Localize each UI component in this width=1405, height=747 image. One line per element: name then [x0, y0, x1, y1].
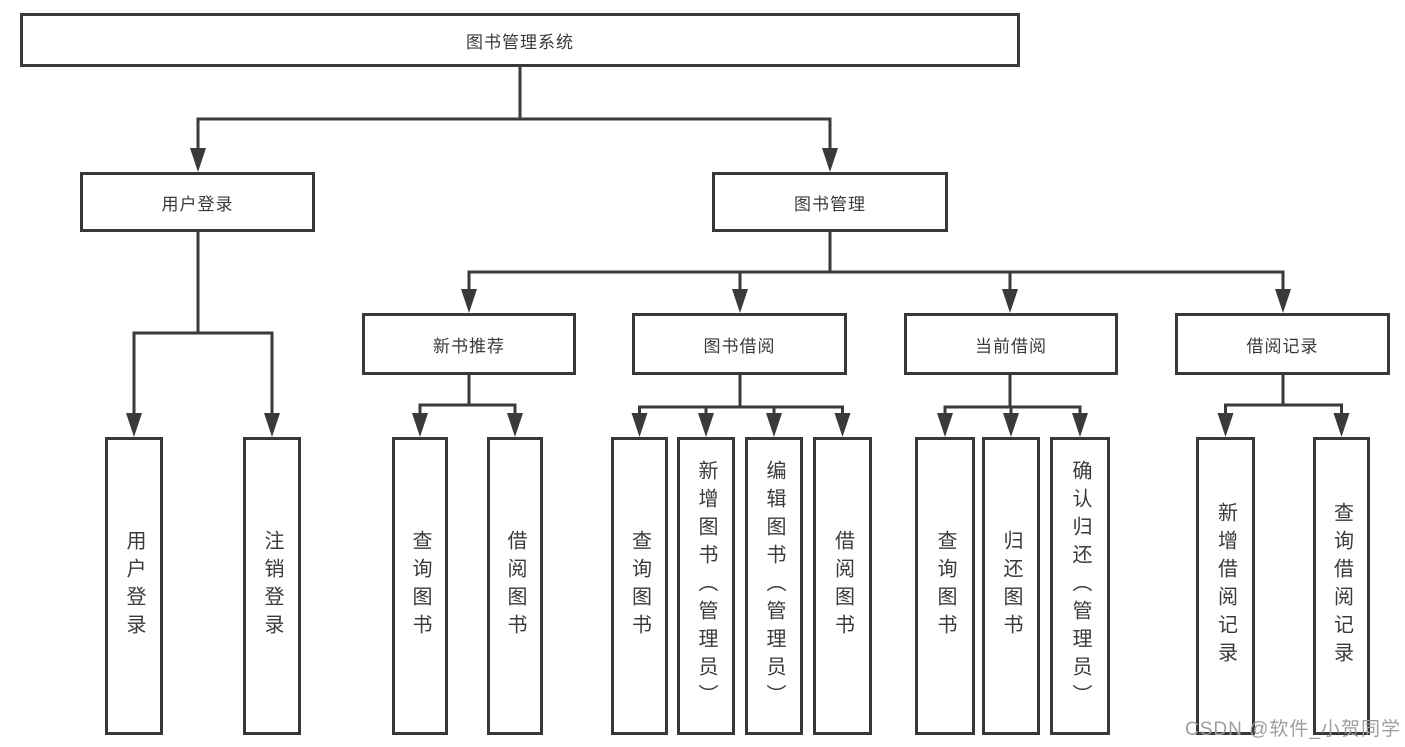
node-leaf-borrow-books-rec: 借阅图书: [487, 437, 543, 735]
arrowhead-leaf-query-books-rec: [412, 413, 428, 437]
connector-new-book-rec-to-leaves: [418, 375, 517, 417]
node-leaf-query-books-rec: 查询图书: [392, 437, 448, 735]
arrowhead-leaf-borrow-books-rec: [507, 413, 523, 437]
arrowhead-leaf-borrow-books-borrow: [834, 413, 851, 437]
node-user-login-label: 用户登录: [161, 194, 234, 214]
node-leaf-query-books-rec-label: 查询图书: [409, 530, 431, 642]
node-leaf-add-books-admin-label: 新增图书（管理员）: [695, 460, 717, 712]
arrowhead-user-login: [190, 148, 206, 172]
node-leaf-confirm-return-admin: 确认归还（管理员）: [1050, 437, 1110, 735]
node-leaf-query-borrow-record-label: 查询借阅记录: [1330, 502, 1353, 670]
node-book-borrow-label: 图书借阅: [703, 336, 776, 356]
node-leaf-query-books-current-label: 查询图书: [934, 530, 956, 642]
arrowhead-leaf-add-borrow-record: [1217, 413, 1234, 437]
node-root: 图书管理系统: [20, 13, 1020, 67]
node-leaf-return-books-label: 归还图书: [1000, 530, 1022, 642]
node-leaf-query-books-current: 查询图书: [915, 437, 975, 735]
arrowhead-leaf-edit-books-admin: [766, 413, 782, 437]
node-leaf-edit-books-admin-label: 编辑图书（管理员）: [763, 460, 785, 712]
node-current-borrow-label: 当前借阅: [975, 336, 1047, 356]
arrowhead-new-book-rec: [461, 289, 477, 313]
node-leaf-add-borrow-record-label: 新增借阅记录: [1214, 502, 1237, 670]
node-leaf-borrow-books-borrow: 借阅图书: [813, 437, 872, 735]
node-leaf-user-login-label: 用户登录: [123, 530, 145, 642]
connector-root-to-level2: [196, 67, 832, 152]
arrowhead-borrow-records: [1275, 289, 1291, 313]
node-leaf-return-books: 归还图书: [982, 437, 1040, 735]
arrowhead-leaf-query-books-current: [937, 413, 953, 437]
node-borrow-records-label: 借阅记录: [1246, 336, 1319, 356]
node-leaf-add-books-admin: 新增图书（管理员）: [677, 437, 735, 735]
node-leaf-query-books-borrow: 查询图书: [611, 437, 668, 735]
node-leaf-add-borrow-record: 新增借阅记录: [1196, 437, 1255, 735]
arrowhead-current-borrow: [1002, 289, 1018, 313]
connector-borrow-records-to-leaves: [1224, 375, 1343, 417]
arrowhead-leaf-logout: [264, 413, 280, 437]
arrowhead-book-mgmt: [822, 148, 838, 172]
arrowhead-leaf-return-books: [1003, 413, 1019, 437]
node-book-mgmt-label: 图书管理: [794, 194, 866, 214]
csdn-watermark: CSDN @软件_小贺同学: [1185, 719, 1401, 740]
arrowhead-leaf-user-login: [126, 413, 142, 437]
node-book-borrow: 图书借阅: [632, 313, 847, 375]
node-leaf-edit-books-admin: 编辑图书（管理员）: [745, 437, 803, 735]
node-leaf-borrow-books-borrow-label: 借阅图书: [831, 530, 854, 642]
arrowhead-leaf-query-books-borrow: [631, 413, 648, 437]
node-leaf-logout-label: 注销登录: [261, 530, 283, 642]
node-book-mgmt: 图书管理: [712, 172, 948, 232]
connector-book-borrow-to-leaves: [638, 375, 844, 417]
node-root-label: 图书管理系统: [466, 32, 574, 52]
node-leaf-user-login: 用户登录: [105, 437, 163, 735]
connector-book-mgmt-to-level3: [467, 232, 1285, 293]
node-leaf-query-books-borrow-label: 查询图书: [628, 530, 651, 642]
arrowhead-book-borrow: [732, 289, 748, 313]
arrowhead-leaf-query-borrow-record: [1333, 413, 1350, 437]
arrowhead-leaf-add-books-admin: [698, 413, 714, 437]
connector-current-borrow-to-leaves: [943, 375, 1082, 417]
node-user-login: 用户登录: [80, 172, 315, 232]
node-new-book-rec: 新书推荐: [362, 313, 576, 375]
arrowhead-leaf-confirm-return: [1072, 413, 1088, 437]
node-leaf-confirm-return-admin-label: 确认归还（管理员）: [1069, 460, 1091, 712]
node-leaf-query-borrow-record: 查询借阅记录: [1313, 437, 1370, 735]
connector-user-login-to-leaves: [132, 232, 274, 417]
node-borrow-records: 借阅记录: [1175, 313, 1390, 375]
node-leaf-borrow-books-rec-label: 借阅图书: [504, 530, 526, 642]
node-leaf-logout: 注销登录: [243, 437, 301, 735]
node-new-book-rec-label: 新书推荐: [433, 336, 505, 356]
node-current-borrow: 当前借阅: [904, 313, 1118, 375]
